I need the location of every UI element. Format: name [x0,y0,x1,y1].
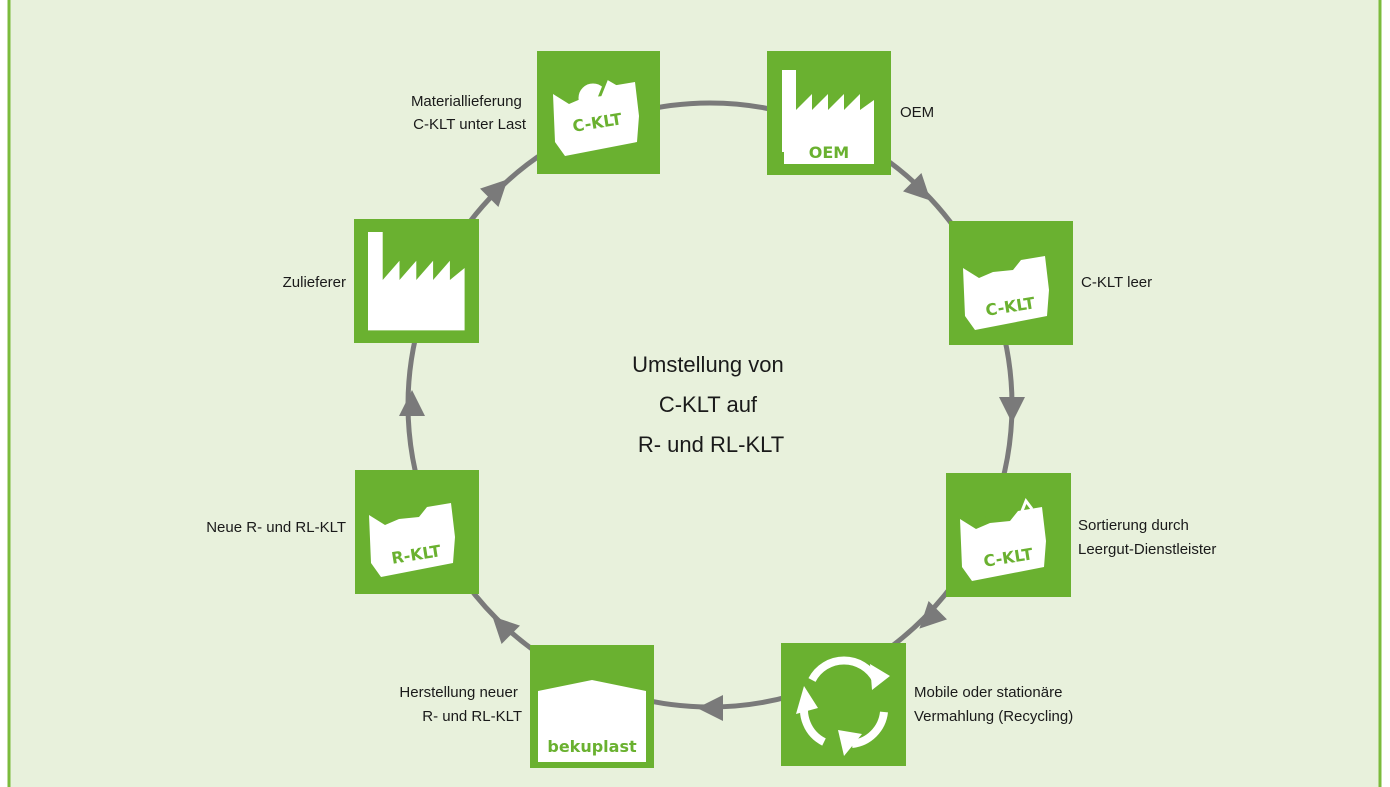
node-cklt-empty: C-KLT C-KLT leer [949,221,1152,345]
manufacturing-label: Herstellung neuer R- und RL-KLT [399,684,522,725]
node-manufacturing: bekuplast Herstellung neuer R- und RL-KL… [399,645,654,768]
cklt-empty-label: C-KLT leer [1081,274,1152,291]
oem-label: OEM [900,104,934,121]
sorting-label: Sortierung durch Leergut-Dienstleister [1078,517,1216,558]
arrow-recycling-to-manufacturing [697,695,723,721]
center-title: Umstellung von C-KLT auf R- und RL-KLT [632,352,790,457]
manufacturing-plate [538,730,646,762]
arrow-cklt-to-sorting [999,397,1025,423]
node-oem: OEM OEM [767,51,934,175]
loaded-container-icon [553,75,639,156]
broken-container-icon [960,497,1046,581]
node-sorting: C-KLT Sortierung durch Leergut-Dienstlei… [946,473,1216,597]
cycle-arrows [399,173,1025,721]
node-recycling: Mobile oder stationäre Vermahlung (Recyc… [781,643,1073,766]
oem-plate [784,140,874,164]
oem-box-text: OEM [809,143,849,162]
node-delivery: C-KLT Materiallieferung C-KLT unter Last [411,51,660,174]
new-rklt-label: Neue R- und RL-KLT [206,519,346,536]
manufacturing-box-text: bekuplast [547,737,637,756]
supplier-label: Zulieferer [283,274,346,291]
delivery-label: Materiallieferung C-KLT unter Last [411,93,527,133]
diagram-background [10,0,1379,787]
recycle-arrowheads [796,664,890,756]
node-supplier: Zulieferer [283,219,479,343]
arrow-newrklt-to-supplier [399,390,425,416]
arrow-sorting-to-recycling [919,601,947,629]
recycling-label: Mobile oder stationäre Vermahlung (Recyc… [914,684,1073,725]
building-icon [538,680,646,730]
node-new-rklt: R-KLT Neue R- und RL-KLT [206,470,479,594]
